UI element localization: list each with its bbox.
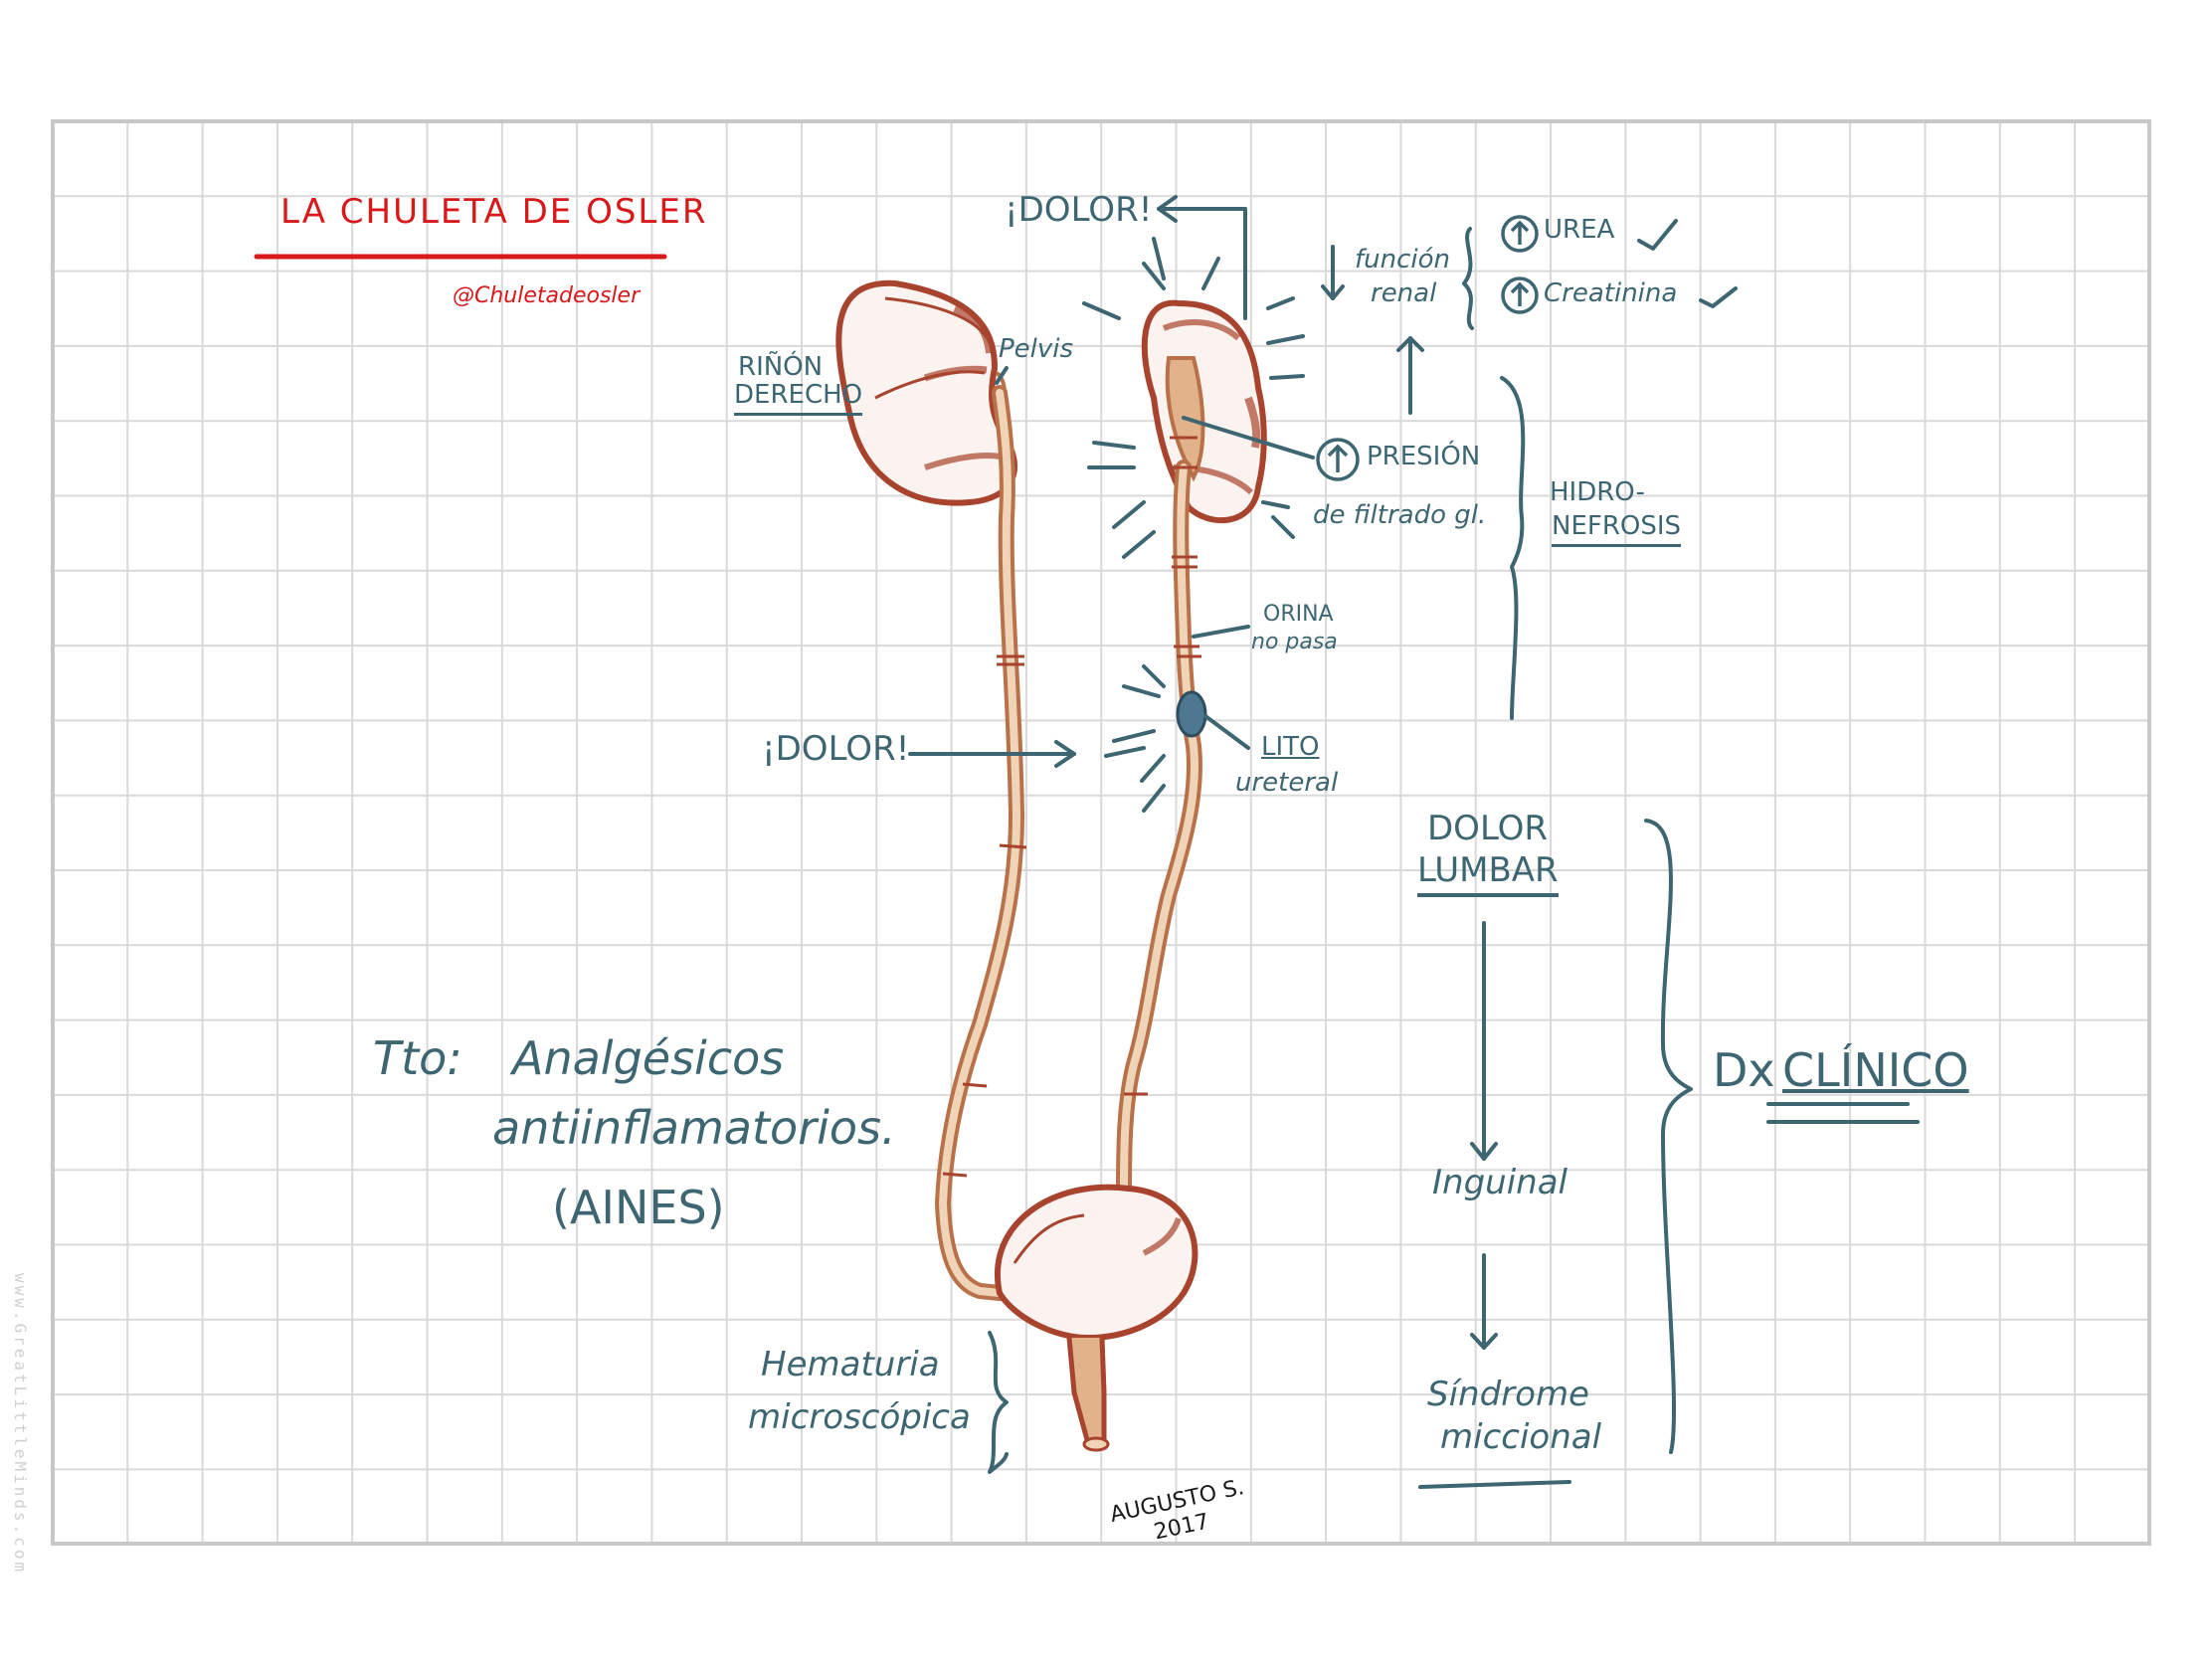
up-arrow-in-circle-icon	[1501, 215, 1539, 253]
orina-pointer	[1192, 625, 1250, 639]
label-dx-prefix: Dx	[1713, 1043, 1775, 1097]
pelvis-pointer	[995, 366, 1009, 385]
label-hidro: HIDRO-	[1550, 477, 1645, 507]
lito-pointer	[1203, 714, 1250, 750]
arrow-head	[1054, 740, 1076, 768]
up-arrow-in-circle-icon	[1501, 276, 1539, 314]
check-mark-icon	[1699, 286, 1738, 308]
twitter-handle: @Chuletadeosler	[453, 283, 641, 308]
check-mark-icon	[1637, 219, 1678, 251]
label-antiinflamatorios: antiinflamatorios.	[492, 1101, 896, 1155]
label-dolor-lumbar-2: LUMBAR	[1417, 852, 1559, 897]
label-orina: ORINA	[1263, 602, 1334, 627]
ureters	[934, 385, 1202, 1301]
label-nefrosis: NEFROSIS	[1552, 512, 1682, 548]
arrow-head	[1470, 1142, 1498, 1161]
presion-pointer	[1182, 416, 1315, 460]
label-ureteral: ureteral	[1235, 768, 1339, 798]
label-sindrome: Síndrome	[1427, 1375, 1589, 1414]
label-dx-clinico: CLÍNICO	[1782, 1043, 1969, 1097]
label-funcion: función	[1355, 245, 1451, 275]
label-filtrado: de filtrado gl.	[1313, 500, 1487, 530]
arrow-head	[1321, 284, 1345, 300]
pain-rays-kidney	[1082, 237, 1305, 559]
label-creatinina: Creatinina	[1544, 278, 1678, 308]
arrow-head	[1396, 336, 1424, 352]
brace-urea-creatinina	[1462, 227, 1474, 330]
label-inguinal: Inguinal	[1432, 1163, 1567, 1202]
arrow-head	[1470, 1333, 1498, 1350]
label-dolor-top: ¡DOLOR!	[1005, 190, 1153, 230]
label-tto: Tto:	[373, 1031, 462, 1085]
label-presion: PRESIÓN	[1367, 442, 1481, 471]
label-renal: renal	[1371, 278, 1437, 308]
label-miccional: miccional	[1440, 1417, 1602, 1457]
ureteral-stone	[1176, 690, 1207, 738]
left-kidney-hydronephrosis	[1141, 299, 1267, 523]
label-derecho: DERECHO	[734, 381, 863, 417]
arrow-dolor-top	[1157, 207, 1247, 320]
label-hematuria: Hematuria	[761, 1345, 940, 1384]
bladder	[995, 1184, 1198, 1452]
up-arrow-in-circle-icon	[1316, 438, 1360, 481]
label-aines: (AINES)	[552, 1181, 725, 1234]
page-frame	[51, 119, 2151, 1546]
underline-sindrome	[1418, 1480, 1571, 1489]
label-dolor-mid: ¡DOLOR!	[762, 729, 910, 769]
label-no-pasa: no pasa	[1251, 630, 1338, 654]
page-title: LA CHULETA DE OSLER	[280, 192, 708, 232]
right-kidney	[835, 279, 1017, 506]
label-microscopica: microscópica	[748, 1397, 971, 1437]
label-rinon: RIÑÓN	[738, 352, 824, 382]
label-analgesicos: Analgésicos	[512, 1031, 785, 1085]
brace-hidronefrosis	[1500, 376, 1526, 720]
label-dolor-lumbar-1: DOLOR	[1427, 809, 1549, 848]
brace-dx-clinico	[1644, 819, 1693, 1454]
arrow-head	[1157, 195, 1178, 223]
brace-hematuria	[988, 1331, 1009, 1474]
watermark: www.GreatLittleMinds.com	[11, 1273, 30, 1575]
pain-rays-stone	[1104, 664, 1166, 813]
label-urea: UREA	[1544, 215, 1615, 245]
label-pelvis: Pelvis	[999, 334, 1074, 364]
label-lito: LITO	[1261, 732, 1320, 762]
